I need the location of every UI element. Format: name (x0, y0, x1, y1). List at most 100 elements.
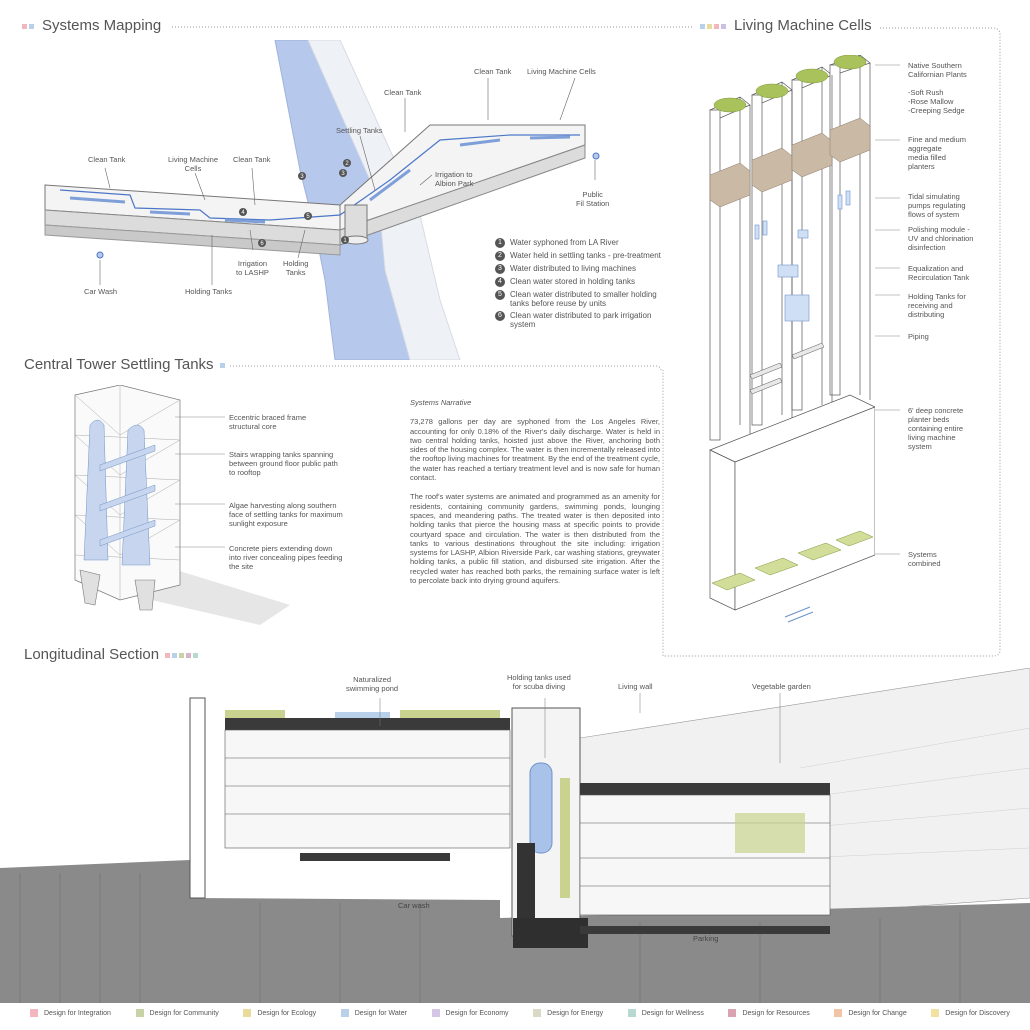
map-label-holding-tanks-right: Holding Tanks (283, 259, 309, 277)
map-step-item: 3 Water distributed to living machines (495, 264, 685, 274)
legend-label: Design for Discovery (945, 1009, 1010, 1017)
svg-text:5: 5 (306, 214, 310, 220)
heading-swatch (714, 23, 719, 29)
legend-item: Design for Wellness (627, 1009, 704, 1017)
map-label-irrigation-lashp: Irrigation to LASHP (236, 259, 269, 277)
step-number: 3 (495, 264, 505, 274)
step-number: 6 (495, 311, 505, 321)
legend-swatch (728, 1009, 737, 1017)
right-building-wing (339, 124, 586, 231)
central-tower-heading: Central Tower Settling Tanks (24, 356, 227, 373)
legend-swatch (135, 1009, 144, 1017)
systems-narrative: Systems Narrative 73,278 gallons per day… (410, 398, 660, 585)
systems-map-drawing: 1 2 3 3 4 5 6 (44, 40, 600, 360)
legend-label: Design for Energy (547, 1009, 604, 1017)
svg-text:6: 6 (260, 241, 264, 247)
tower-annotation-leaders (175, 416, 225, 548)
map-step-legend: 1 Water syphoned from LA River 2 Water hel… (495, 238, 685, 332)
cells-annotation: Polishing module - UV and chlorination d… (908, 225, 974, 252)
legend-label: Design for Resources (742, 1009, 810, 1017)
map-label-clean-tank-left: Clean Tank (88, 155, 126, 164)
map-label-holding-tanks-left: Holding Tanks (185, 287, 232, 296)
section-label-car-wash: Car wash (398, 901, 430, 910)
heading-swatch (707, 23, 712, 29)
map-label-clean-tank-center: Clean Tank (233, 155, 271, 164)
tower-annotation: Concrete piers extending down into river… (229, 544, 343, 571)
legend-item: Design for Economy (431, 1009, 509, 1017)
legend-swatch (243, 1009, 252, 1017)
legend-item: Design for Discovery (931, 1009, 1010, 1017)
longitudinal-section-title: Longitudinal Section (24, 646, 160, 663)
step-number: 5 (495, 290, 505, 300)
legend-swatch (834, 1009, 843, 1017)
heading-swatch (165, 652, 171, 658)
narrative-paragraph: 73,278 gallons per day are syphoned from… (410, 417, 660, 483)
cells-annotation: Native Southern Californian Plants -Soft… (908, 61, 967, 115)
narrative-paragraph: The roof's water systems are animated an… (410, 492, 660, 586)
living-machine-cells-title: Living Machine Cells (734, 17, 872, 34)
legend-label: Design for Wellness (641, 1009, 704, 1017)
step-number: 2 (495, 251, 505, 261)
svg-text:4: 4 (241, 210, 245, 216)
legend-swatch (931, 1009, 940, 1017)
cells-annotation: Systems combined (908, 550, 941, 568)
heading-swatch (29, 23, 34, 29)
legend-label: Design for Integration (44, 1009, 111, 1017)
tower-annotation: Eccentric braced frame structural core (229, 413, 307, 431)
heading-swatch (700, 23, 705, 29)
step-text: Clean water distributed to park irrigati… (510, 311, 652, 329)
heading-swatch (22, 23, 27, 29)
section-label-pond: Naturalized swimming pond (346, 675, 399, 693)
longitudinal-section-drawing (0, 668, 1030, 1003)
map-label-living-machine-cells-top: Living Machine Cells (527, 67, 596, 76)
map-step-item: 6 Clean water distributed to park irrigat… (495, 311, 685, 329)
heading-swatch (172, 652, 178, 658)
tower-annotation: Stairs wrapping tanks spanning between g… (229, 450, 338, 477)
systems-mapping-heading: Systems Mapping (22, 17, 161, 34)
step-text: Water distributed to living machines (510, 264, 636, 273)
cells-annotation: Piping (908, 332, 929, 341)
section-label-vegetable: Vegetable garden (752, 682, 811, 691)
heading-swatch (179, 652, 185, 658)
map-step-item: 1 Water syphoned from LA River (495, 238, 685, 248)
heading-swatch (721, 23, 726, 29)
svg-text:3: 3 (300, 174, 304, 180)
legend-label: Design for Ecology (257, 1009, 317, 1017)
step-text: Water held in settling tanks - pre-treat… (510, 251, 661, 260)
step-text: Water syphoned from LA River (510, 238, 619, 247)
cells-frame (662, 27, 1001, 657)
cells-annotation: Holding Tanks for receiving and distribu… (908, 292, 966, 319)
legend-item: Design for Integration (30, 1009, 111, 1017)
map-label-clean-tank-mid: Clean Tank (384, 88, 422, 97)
map-label-settling-tanks: Settling Tanks (336, 126, 383, 135)
central-tower-drawing (74, 385, 290, 625)
legend-label: Design for Change (848, 1009, 907, 1017)
section-label-living-wall: Living wall (618, 682, 653, 691)
map-label-car-wash: Car Wash (84, 287, 118, 296)
legend-swatch (533, 1009, 542, 1017)
legend-item: Design for Ecology (243, 1009, 316, 1017)
longitudinal-section-heading: Longitudinal Section (24, 646, 200, 663)
section-label-scuba: Holding tanks used for scuba diving (507, 673, 571, 691)
tower-frame (230, 365, 662, 372)
legend-swatch (627, 1009, 636, 1017)
living-machine-cells-drawing (709, 55, 875, 623)
legend-label: Design for Community (149, 1009, 219, 1017)
svg-text:1: 1 (343, 238, 347, 244)
legend-item: Design for Water (340, 1009, 407, 1017)
map-label-irrigation-albion: Irrigation to Albion Park (435, 170, 474, 188)
map-step-item: 2 Water held in settling tanks - pre-trea… (495, 251, 685, 261)
step-number: 1 (495, 238, 505, 248)
cells-annotation: Tidal simulating pumps regulating flows … (908, 192, 966, 219)
legend-item: Design for Change (834, 1009, 907, 1017)
legend-label: Design for Water (354, 1009, 407, 1017)
map-label-living-machine-left: Living Machine Cells (168, 155, 219, 173)
cells-annotation: Equalization and Recirculation Tank (908, 264, 970, 282)
legend-item: Design for Energy (533, 1009, 603, 1017)
cells-annotation: Fine and medium aggregate media filled p… (908, 135, 966, 171)
legend-swatch (431, 1009, 440, 1017)
svg-text:3: 3 (341, 171, 345, 177)
tower-annotation: Algae harvesting along southern face of … (229, 501, 343, 528)
